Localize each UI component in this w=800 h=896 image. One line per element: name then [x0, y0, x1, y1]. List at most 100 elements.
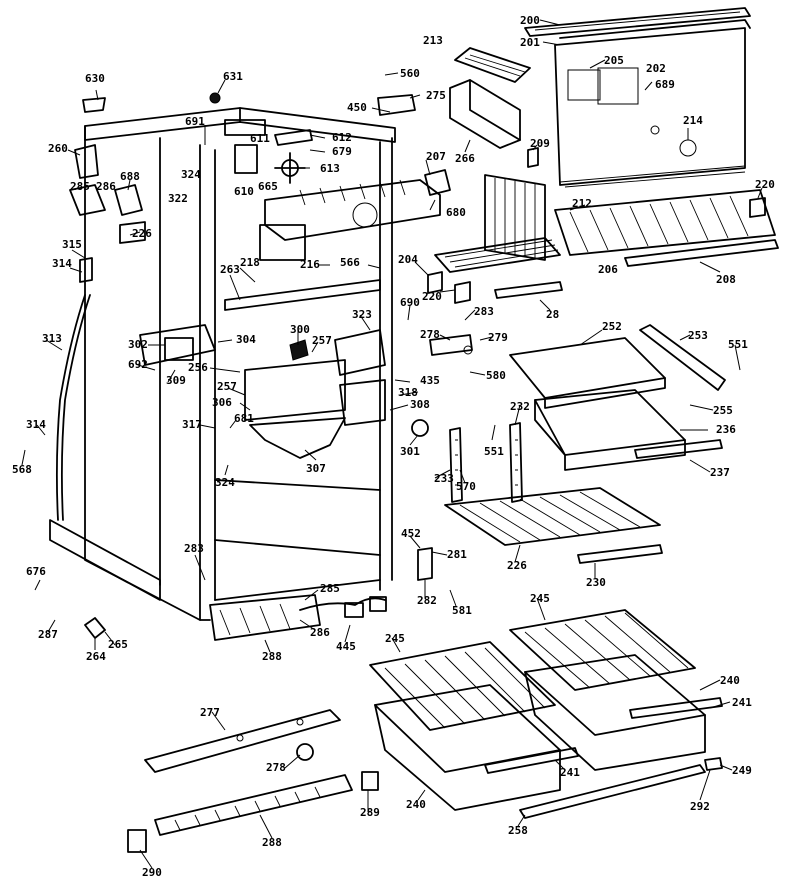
leader-lines	[21, 19, 763, 869]
defrost-heater	[299, 596, 387, 618]
evaporator-pan	[209, 594, 321, 641]
callout-label: 313	[42, 332, 62, 345]
callout-label: 240	[720, 674, 740, 687]
callout-label: 315	[62, 238, 82, 251]
callout-label: 233	[434, 472, 454, 485]
crisper-drawer-left	[369, 641, 579, 811]
callout-label: 213	[423, 34, 443, 47]
ice-tray	[454, 47, 531, 83]
freezer-shelf	[434, 174, 563, 299]
freezer-wire-shelf	[554, 189, 779, 267]
shelf-ladders	[449, 422, 523, 503]
callout-label: 263	[220, 263, 240, 276]
callout-label: 309	[166, 374, 186, 387]
grille-clip-right	[361, 771, 379, 791]
callout-label: 283	[184, 542, 204, 555]
callout-label: 286	[96, 180, 116, 193]
callout-label: 689	[655, 78, 675, 91]
ice-bucket	[449, 79, 521, 149]
callout-label: 580	[486, 369, 506, 382]
callout-label: 292	[690, 800, 710, 813]
callout-label: 245	[385, 632, 405, 645]
bottom-rail-258	[519, 764, 706, 819]
callout-label: 220	[755, 178, 775, 191]
callout-label: 278	[266, 761, 286, 774]
callout-label: 204	[398, 253, 418, 266]
callout-label: 237	[710, 466, 730, 479]
callout-label: 300	[290, 323, 310, 336]
callout-label: 255	[713, 404, 733, 417]
callout-label: 560	[400, 67, 420, 80]
callout-label: 304	[236, 333, 256, 346]
grille-clip	[127, 829, 147, 853]
callout-label: 288	[262, 836, 282, 849]
callout-label: 253	[688, 329, 708, 342]
callout-label: 207	[426, 150, 446, 163]
callout-label: 241	[560, 766, 580, 779]
meat-pan	[534, 389, 723, 471]
callout-label: 257	[217, 380, 237, 393]
callout-label: 688	[120, 170, 140, 183]
callout-label: 691	[185, 115, 205, 128]
callout-label: 286	[310, 626, 330, 639]
callout-label: 676	[26, 565, 46, 578]
callout-label: 445	[336, 640, 356, 653]
callout-label: 566	[340, 256, 360, 269]
callout-label: 216	[300, 258, 320, 271]
callout-label: 220	[422, 290, 442, 303]
callout-label: 275	[426, 89, 446, 102]
callout-label: 266	[455, 152, 475, 165]
callout-label: 285	[320, 582, 340, 595]
callout-label: 285	[70, 180, 90, 193]
thermostat	[429, 334, 473, 356]
callout-label: 214	[683, 114, 703, 127]
callout-label: 314	[26, 418, 46, 431]
callout-label: 226	[132, 227, 152, 240]
drain-tube	[55, 294, 91, 521]
callout-label: 301	[400, 445, 420, 458]
callout-label: 256	[188, 361, 208, 374]
shelf-rail	[224, 279, 381, 311]
freezer-rear-panel	[554, 19, 751, 188]
callout-label: 230	[586, 576, 606, 589]
callout-label: 612	[332, 131, 352, 144]
callout-label: 610	[234, 185, 254, 198]
callout-label: 611	[250, 132, 270, 145]
door-stop	[84, 617, 106, 639]
callout-label: 277	[200, 706, 220, 719]
callout-label: 307	[306, 462, 326, 475]
callout-label: 551	[484, 445, 504, 458]
callout-label: 212	[572, 197, 592, 210]
callout-label: 690	[400, 296, 420, 309]
callout-label: 302	[128, 338, 148, 351]
cabinet	[84, 107, 396, 621]
callout-label: 681	[234, 412, 254, 425]
callout-label: 324	[181, 168, 201, 181]
callout-label: 289	[360, 806, 380, 819]
callout-label: 613	[320, 162, 340, 175]
callout-label: 28	[546, 308, 559, 321]
callout-label: 265	[108, 638, 128, 651]
callout-label: 308	[410, 398, 430, 411]
side-panel	[49, 519, 161, 601]
callout-label: 323	[352, 308, 372, 321]
callout-label: 452	[401, 527, 421, 540]
callout-label: 200	[520, 14, 540, 27]
roller	[296, 743, 314, 761]
callout-label: 281	[447, 548, 467, 561]
ice-maker	[259, 169, 451, 261]
callout-label: 232	[510, 400, 530, 413]
callout-label: 202	[646, 62, 666, 75]
callout-label: 322	[168, 192, 188, 205]
hinge-parts	[69, 144, 146, 283]
callout-label: 245	[530, 592, 550, 605]
callout-labels: 200 201 205 202 689 213 560 275 450 631 …	[12, 14, 775, 879]
callout-label: 236	[716, 423, 736, 436]
callout-label: 630	[85, 72, 105, 85]
callout-label: 679	[332, 145, 352, 158]
callout-label: 282	[417, 594, 437, 607]
callout-label: 450	[347, 101, 367, 114]
callout-label: 318	[398, 386, 418, 399]
control-housing	[139, 324, 429, 459]
